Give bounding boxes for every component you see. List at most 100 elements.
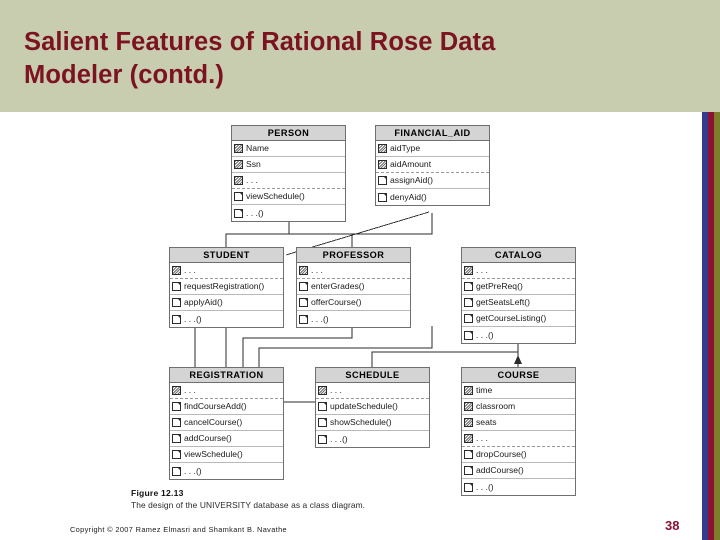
uml-method-row: . . .() (462, 479, 575, 495)
uml-class-diagram: -> PERSON generalization --> (0, 112, 702, 496)
uml-method-row: . . .() (297, 311, 410, 327)
uml-member-label: applyAid() (184, 297, 223, 307)
uml-member-label: . . . (246, 175, 258, 185)
attribute-icon (234, 160, 243, 169)
uml-attribute-row: aidAmount (376, 157, 489, 173)
uml-member-label: enterGrades() (311, 281, 365, 291)
uml-member-label: . . .() (476, 329, 494, 340)
uml-method-row: showSchedule() (316, 415, 429, 431)
method-icon (464, 482, 473, 492)
method-icon (464, 282, 473, 291)
uml-attribute-row: time (462, 383, 575, 399)
method-icon (464, 298, 473, 307)
uml-member-label: . . .() (184, 313, 202, 324)
method-icon (464, 466, 473, 475)
uml-member-label: Ssn (246, 159, 261, 169)
uml-method-row: addCourse() (462, 463, 575, 479)
method-icon (378, 176, 387, 185)
uml-class-student[interactable]: STUDENT . . . requestRegistration() applyAi… (169, 247, 284, 328)
olive-bar (714, 112, 720, 540)
uml-member-label: findCourseAdd() (184, 401, 247, 411)
uml-class-name: STUDENT (170, 248, 283, 263)
uml-attribute-row: aidType (376, 141, 489, 157)
uml-member-label: . . . (184, 265, 196, 275)
method-icon (172, 298, 181, 307)
method-icon (234, 192, 243, 201)
method-icon (172, 418, 181, 427)
uml-class-name: REGISTRATION (170, 368, 283, 383)
method-icon (172, 314, 181, 324)
figure-number: Figure 12.13 (131, 488, 184, 498)
uml-method-row: viewSchedule() (170, 447, 283, 463)
uml-member-label: offerCourse() (311, 297, 362, 307)
method-icon (299, 282, 308, 291)
uml-class-name: PROFESSOR (297, 248, 410, 263)
uml-member-label: getCourseListing() (476, 313, 547, 323)
uml-class-schedule[interactable]: SCHEDULE. . .updateSchedule()showSchedul… (315, 367, 430, 448)
uml-attribute-row: . . . (316, 383, 429, 399)
uml-member-label: . . .() (246, 207, 264, 218)
method-icon (318, 418, 327, 427)
uml-class-name: COURSE (462, 368, 575, 383)
uml-class-professor[interactable]: PROFESSOR . . . enterGrades() offerCourse()… (296, 247, 411, 328)
uml-attribute-row: . . . (232, 173, 345, 189)
uml-method-row: . . .() (170, 463, 283, 479)
method-icon (464, 314, 473, 323)
uml-attribute-row: Ssn (232, 157, 345, 173)
uml-method-row: getSeatsLeft() (462, 295, 575, 311)
attribute-icon (234, 176, 243, 185)
uml-member-label: aidType (390, 143, 421, 153)
uml-method-row: denyAid() (376, 189, 489, 205)
uml-class-name: SCHEDULE (316, 368, 429, 383)
uml-method-row: enterGrades() (297, 279, 410, 295)
uml-method-row: addCourse() (170, 431, 283, 447)
attribute-icon (464, 402, 473, 411)
uml-method-row: assignAid() (376, 173, 489, 189)
uml-method-row: . . .() (232, 205, 345, 221)
uml-method-row: requestRegistration() (170, 279, 283, 295)
uml-attribute-row: . . . (170, 383, 283, 399)
attribute-icon (318, 386, 327, 395)
uml-class-catalog[interactable]: CATALOG. . .getPreReq()getSeatsLeft()get… (461, 247, 576, 344)
uml-member-label: . . . (184, 385, 196, 395)
red-bar (708, 112, 714, 540)
uml-member-label: getPreReq() (476, 281, 523, 291)
navy-bar (702, 112, 708, 540)
uml-member-label: viewSchedule() (246, 191, 305, 201)
method-icon (318, 434, 327, 444)
slide-header-band (0, 0, 720, 112)
attribute-icon (464, 386, 473, 395)
uml-method-row: cancelCourse() (170, 415, 283, 431)
uml-class-registration[interactable]: REGISTRATION . . . findCourseAdd() cancelCo… (169, 367, 284, 480)
attribute-icon (299, 266, 308, 275)
method-icon (172, 402, 181, 411)
uml-member-label: assignAid() (390, 175, 433, 185)
uml-method-row: . . .() (462, 327, 575, 343)
method-icon (299, 314, 308, 324)
method-icon (464, 330, 473, 340)
uml-method-row: applyAid() (170, 295, 283, 311)
uml-member-label: addCourse() (184, 433, 232, 443)
method-icon (464, 450, 473, 459)
uml-method-row: offerCourse() (297, 295, 410, 311)
method-icon (299, 298, 308, 307)
uml-member-label: . . . (311, 265, 323, 275)
attribute-icon (378, 160, 387, 169)
method-icon (318, 402, 327, 411)
uml-member-label: getSeatsLeft() (476, 297, 530, 307)
uml-member-label: aidAmount (390, 159, 432, 169)
uml-method-row: getCourseListing() (462, 311, 575, 327)
uml-method-row: dropCourse() (462, 447, 575, 463)
attribute-icon (464, 418, 473, 427)
page-title: Salient Features of Rational Rose Data M… (24, 28, 496, 89)
method-icon (172, 282, 181, 291)
attribute-icon (234, 144, 243, 153)
uml-member-label: . . .() (184, 465, 202, 476)
uml-member-label: classroom (476, 401, 516, 411)
decorative-side-bars (702, 112, 720, 540)
figure-caption-text: The design of the UNIVERSITY database as… (131, 500, 366, 510)
